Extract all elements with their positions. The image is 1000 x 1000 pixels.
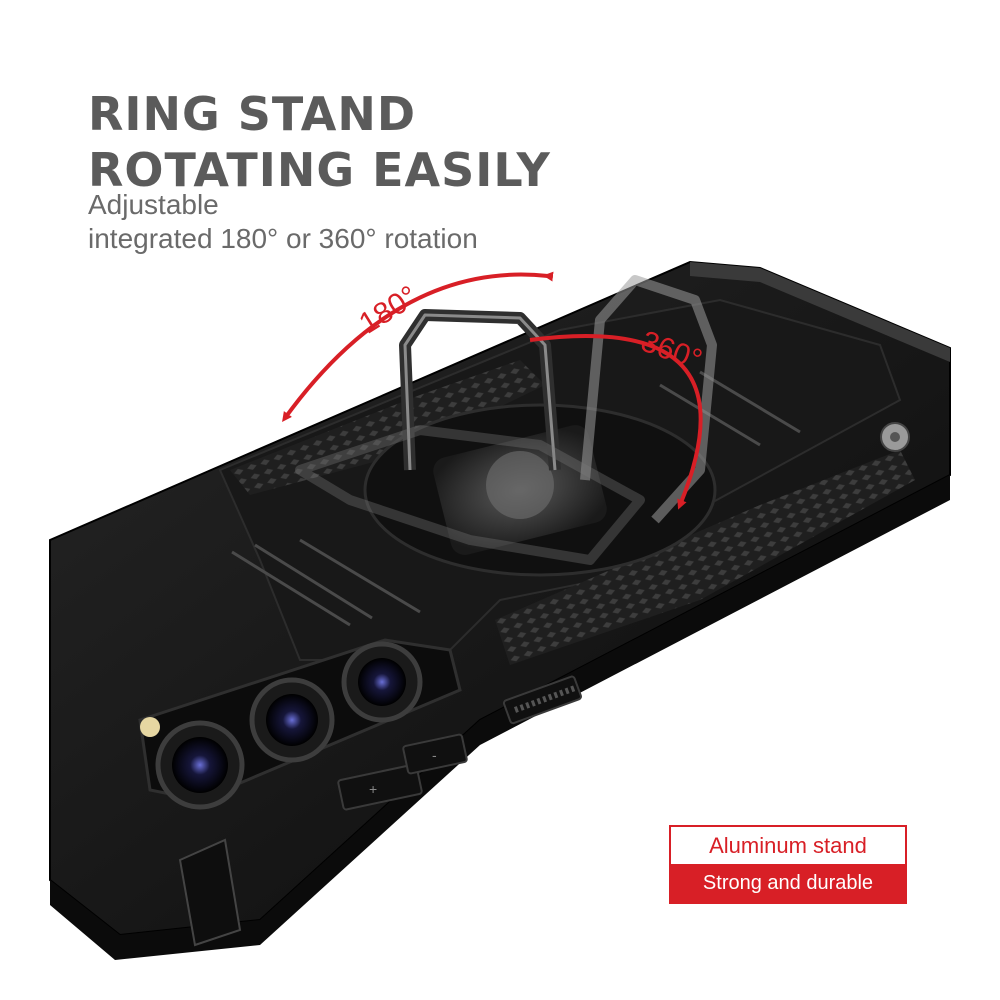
case-corner-bumper <box>178 838 242 947</box>
feature-badge: Aluminum stand Strong and durable <box>669 825 907 904</box>
tread-grip-lower <box>495 450 915 665</box>
screw-center <box>890 432 900 442</box>
subheadline-line-2: integrated 180° or 360° rotation <box>88 223 478 254</box>
rotation-arrow-360 <box>529 334 703 510</box>
headline: RING STAND ROTATING EASILY <box>88 86 551 198</box>
headline-line-2: ROTATING EASILY <box>88 143 551 197</box>
badge-title: Aluminum stand <box>709 833 867 858</box>
camera-lenses <box>140 641 423 810</box>
lens-glass <box>266 694 318 746</box>
subheadline-line-1: Adjustable <box>88 189 219 220</box>
headline-line-1: RING STAND <box>88 87 417 141</box>
case-side-edge <box>50 475 950 960</box>
side-buttons: + - <box>337 675 582 811</box>
subheadline: Adjustable integrated 180° or 360° rotat… <box>88 188 478 256</box>
case-grooves <box>231 370 801 627</box>
lens-glass <box>172 737 228 793</box>
volume-down-label: - <box>432 747 437 763</box>
volume-up-label: + <box>369 781 377 797</box>
lens-glass <box>358 658 406 706</box>
rotation-arrow-180 <box>282 271 554 423</box>
ring-center-disc <box>486 451 554 519</box>
badge-subtitle: Strong and durable <box>671 864 905 902</box>
flash-icon <box>140 717 160 737</box>
case-top-edge <box>690 262 950 362</box>
